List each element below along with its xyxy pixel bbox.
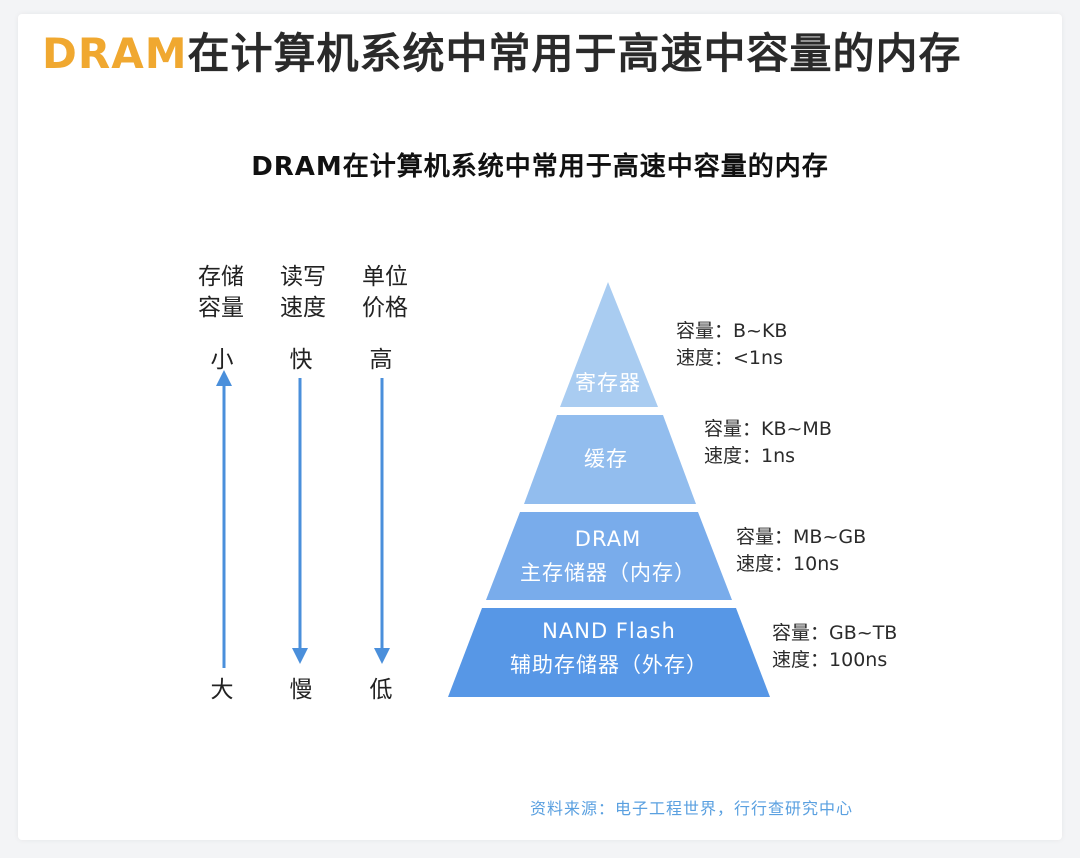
price-bottom-label: 低	[369, 677, 393, 703]
tier-register-label: 寄存器	[548, 366, 668, 400]
tier-cache-info: 容量：KB~MB 速度：1ns	[704, 416, 832, 470]
speed-value: 100ns	[829, 649, 888, 671]
speed-label: 速度：	[772, 649, 830, 671]
speed-top-label: 快	[289, 347, 313, 373]
capacity-bottom-label: 大	[210, 677, 234, 703]
capacity-up-arrow	[216, 370, 232, 668]
capacity-value: MB~GB	[793, 526, 867, 548]
tier-dram-info: 容量：MB~GB 速度：10ns	[736, 524, 866, 578]
speed-value: 1ns	[761, 445, 796, 467]
capacity-label: 容量：	[704, 418, 762, 440]
pyramid-tier-nand	[448, 608, 770, 697]
diagram-title: DRAM在计算机系统中常用于高速中容量的内存	[251, 152, 829, 182]
tier-nand-label: NAND Flash 辅助存储器（外存）	[458, 614, 760, 682]
capacity-label: 容量：	[772, 622, 830, 644]
tier-dram-desc: 主存储器（内存）	[520, 561, 696, 585]
header-text: 在计算机系统中常用于高速中容量的内存	[187, 29, 962, 78]
column-label-line1: 读写	[280, 264, 326, 290]
column-label-line1: 存储	[198, 264, 244, 290]
column-storage-capacity: 存储 容量	[186, 262, 256, 324]
tier-cache-name: 缓存	[584, 447, 628, 471]
tier-dram-name: DRAM	[574, 527, 642, 551]
capacity-label: 容量：	[736, 526, 794, 548]
capacity-label: 容量：	[676, 320, 734, 342]
header-accent: DRAM	[42, 29, 188, 78]
tier-register-name: 寄存器	[575, 371, 641, 395]
content-card	[18, 14, 1062, 840]
capacity-value: B~KB	[733, 320, 788, 342]
tier-cache-label: 缓存	[546, 442, 666, 476]
speed-bottom-label: 慢	[289, 677, 313, 703]
pyramid-tier-dram	[486, 512, 732, 600]
tier-dram-label: DRAM 主存储器（内存）	[470, 522, 746, 590]
speed-label: 速度：	[676, 347, 734, 369]
source-note: 资料来源：电子工程世界，行行查研究中心	[530, 799, 854, 818]
column-unit-price: 单位 价格	[350, 262, 420, 324]
pyramid-tier-register	[560, 282, 658, 407]
speed-label: 速度：	[736, 553, 794, 575]
speed-value: 10ns	[793, 553, 840, 575]
tier-nand-info: 容量：GB~TB 速度：100ns	[772, 620, 897, 674]
column-label-line1: 单位	[362, 264, 408, 290]
column-label-line2: 价格	[362, 295, 408, 321]
speed-down-arrow	[292, 378, 308, 664]
capacity-top-label: 小	[210, 347, 234, 373]
page-header: DRAM在计算机系统中常用于高速中容量的内存	[42, 26, 962, 82]
pyramid-tier-cache	[524, 415, 696, 504]
price-down-arrow	[374, 378, 390, 664]
capacity-value: KB~MB	[761, 418, 832, 440]
speed-label: 速度：	[704, 445, 762, 467]
speed-value: <1ns	[733, 347, 783, 369]
column-label-line2: 速度	[280, 295, 326, 321]
tier-nand-desc: 辅助存储器（外存）	[510, 653, 708, 677]
capacity-value: GB~TB	[829, 622, 898, 644]
column-rw-speed: 读写 速度	[268, 262, 338, 324]
price-top-label: 高	[369, 347, 393, 373]
tier-register-info: 容量：B~KB 速度：<1ns	[676, 318, 787, 372]
tier-nand-name: NAND Flash	[542, 619, 676, 643]
column-label-line2: 容量	[198, 295, 244, 321]
